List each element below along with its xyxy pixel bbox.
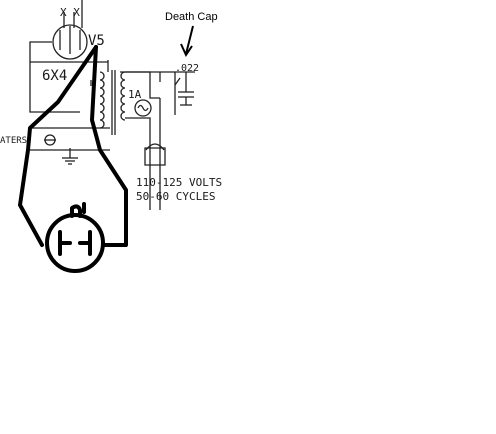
mains-frequency-label: 50-60 CYCLES bbox=[136, 190, 215, 203]
mains-voltage-label: 110-125 VOLTS bbox=[136, 176, 222, 189]
death-cap-label: Death Cap bbox=[165, 11, 218, 23]
fuse-label: 1A bbox=[128, 88, 142, 101]
rewire-path-right bbox=[90, 45, 128, 247]
fuse-symbol bbox=[134, 99, 152, 117]
new-tube-symbol bbox=[45, 202, 105, 273]
death-cap-arrow bbox=[185, 25, 194, 55]
capacitor-label: .022 bbox=[175, 63, 199, 74]
tube-label: V5 bbox=[88, 33, 105, 49]
tube-pins-label: X X bbox=[60, 6, 80, 19]
line-cord-plug bbox=[144, 143, 166, 166]
terminal-label: ATERS bbox=[0, 136, 27, 146]
capacitor-022 bbox=[178, 72, 194, 106]
rewire-path-left bbox=[18, 45, 98, 247]
tube-type-label: 6X4 bbox=[42, 68, 67, 84]
left-wiring bbox=[29, 41, 110, 151]
tube-envelope bbox=[52, 24, 88, 60]
primary-wiring bbox=[120, 71, 195, 210]
rectifier-tube bbox=[52, 0, 88, 60]
heater-terminal bbox=[44, 134, 78, 165]
